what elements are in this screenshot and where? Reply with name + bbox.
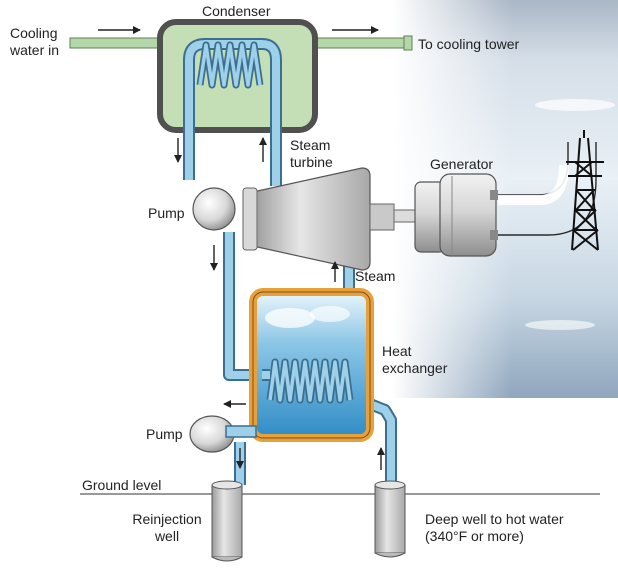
- to-cooling-tower-label: To cooling tower: [418, 36, 520, 52]
- steam-turbine-line-1: Steam: [290, 137, 331, 153]
- reinjection-well-line-1: Reinjection: [132, 511, 202, 527]
- lower-pump-label: Pump: [146, 426, 183, 442]
- flow-arrow-icon: [98, 26, 385, 470]
- steam-turbine: [242, 167, 421, 271]
- upper-pump-label: Pump: [148, 205, 185, 221]
- cooling-water-in-label: Cooling water in: [10, 25, 59, 59]
- lower-pump: [189, 415, 257, 453]
- reinjection-well: [211, 480, 243, 562]
- deep-well: [374, 480, 406, 558]
- steam-turbine-line-2: turbine: [290, 154, 333, 170]
- transmission-tower-icon: [566, 130, 604, 251]
- condenser-label: Condenser: [202, 3, 271, 19]
- reinjection-well-line-2: well: [154, 528, 180, 544]
- deep-well-line-1: Deep well to hot water: [425, 511, 564, 527]
- generator-label: Generator: [430, 156, 494, 172]
- reinjection-well-label: Reinjection well: [124, 511, 210, 545]
- heat-exchanger-label: Heat exchanger: [382, 343, 447, 377]
- heat-exchanger-line-1: Heat: [382, 343, 412, 359]
- cooling-water-in-line-2: water in: [10, 42, 60, 58]
- deep-well-line-2: (340°F or more): [425, 528, 524, 544]
- cooling-water-in-line-1: Cooling: [10, 25, 58, 41]
- upper-pump: [192, 187, 236, 231]
- ground-level-label: Ground level: [82, 477, 162, 493]
- generator: [414, 173, 498, 257]
- deep-well-label: Deep well to hot water (340°F or more): [425, 511, 564, 545]
- heat-exchanger-line-2: exchanger: [382, 360, 448, 376]
- steam-turbine-label: Steam turbine: [290, 137, 333, 171]
- steam-label: Steam: [355, 268, 396, 284]
